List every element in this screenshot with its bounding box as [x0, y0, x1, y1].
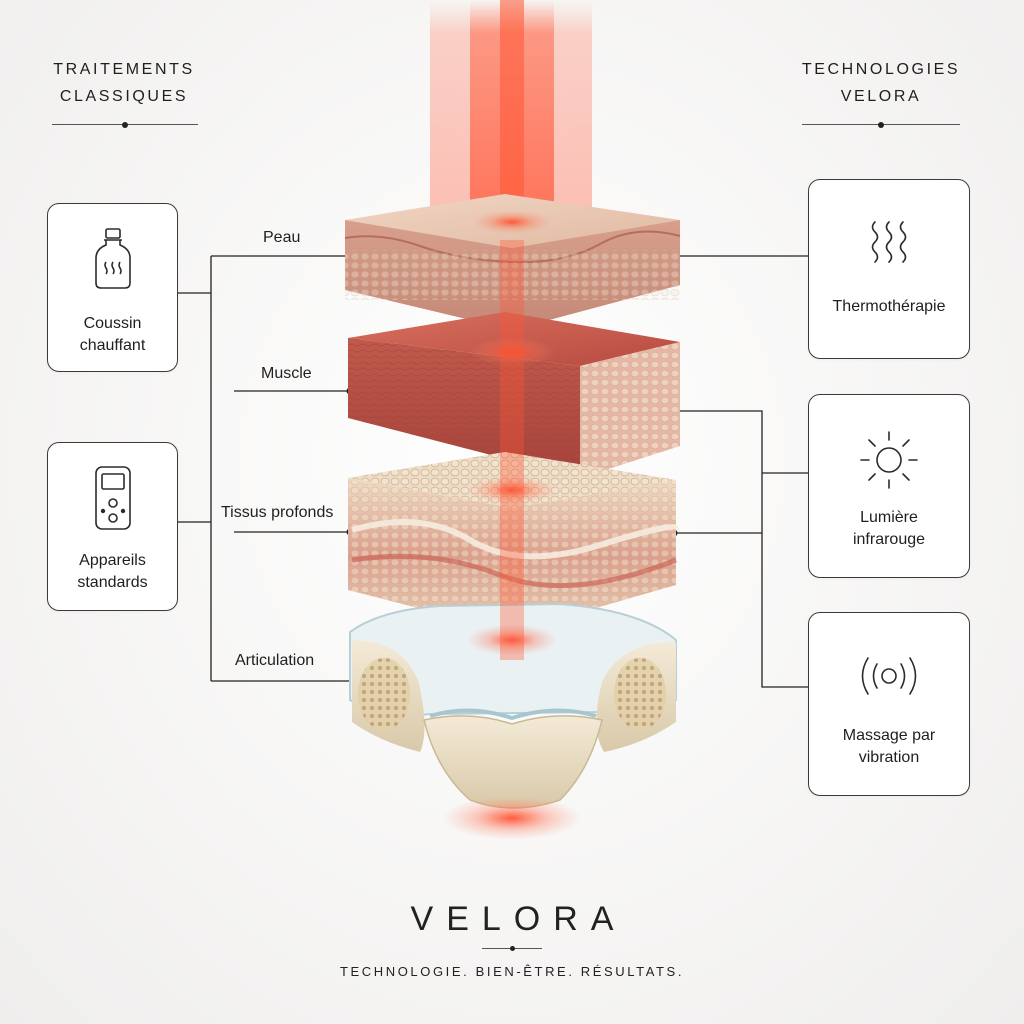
classic-treatments-heading: TRAITEMENTS CLASSIQUES [53, 61, 195, 105]
muscle-layer [348, 312, 680, 478]
card-label-line: Lumière [860, 509, 918, 526]
velora-technologies-heading: TECHNOLOGIES VELORA [801, 61, 961, 105]
vibration-icon [861, 657, 917, 695]
card-label-line: Coussin [83, 315, 142, 332]
bottom-glow [442, 796, 582, 840]
layer-label-skin: Peau [263, 229, 301, 246]
card-thermotherapy: Thermothérapie [808, 179, 970, 359]
layer-label-muscle: Muscle [261, 365, 312, 382]
card-label-line: Massage par [842, 727, 936, 744]
deep-tissue-layer [348, 452, 680, 632]
card-heating-pad: Coussin chauffant [47, 203, 178, 372]
sun-icon [860, 431, 918, 489]
device-icon [94, 466, 131, 530]
card-label-line: chauffant [79, 337, 146, 354]
layer-label-deep-tissue: Tissus profonds [221, 504, 334, 521]
card-label-line: Thermothérapie [832, 298, 946, 315]
card-infrared-light: Lumière infrarouge [808, 394, 970, 578]
skin-layer [344, 194, 681, 330]
card-vibration-massage: Massage par vibration [808, 612, 970, 796]
brand-name: VELORA [410, 900, 627, 938]
card-label-line: Appareils [79, 552, 146, 569]
brand-tagline: TECHNOLOGIE. BIEN-ÊTRE. RÉSULTATS. [339, 964, 685, 979]
card-standard-devices: Appareils standards [47, 442, 178, 611]
left-heading-divider [52, 121, 198, 128]
card-label-line: standards [77, 574, 148, 591]
bottle-icon [94, 228, 131, 289]
joint-layer [349, 602, 677, 809]
right-heading-divider [802, 121, 960, 128]
card-label-line: vibration [858, 749, 920, 766]
heat-waves-icon [871, 221, 907, 263]
layer-label-joint: Articulation [235, 652, 315, 669]
brand-divider [482, 946, 542, 951]
card-label-line: infrarouge [852, 531, 926, 548]
